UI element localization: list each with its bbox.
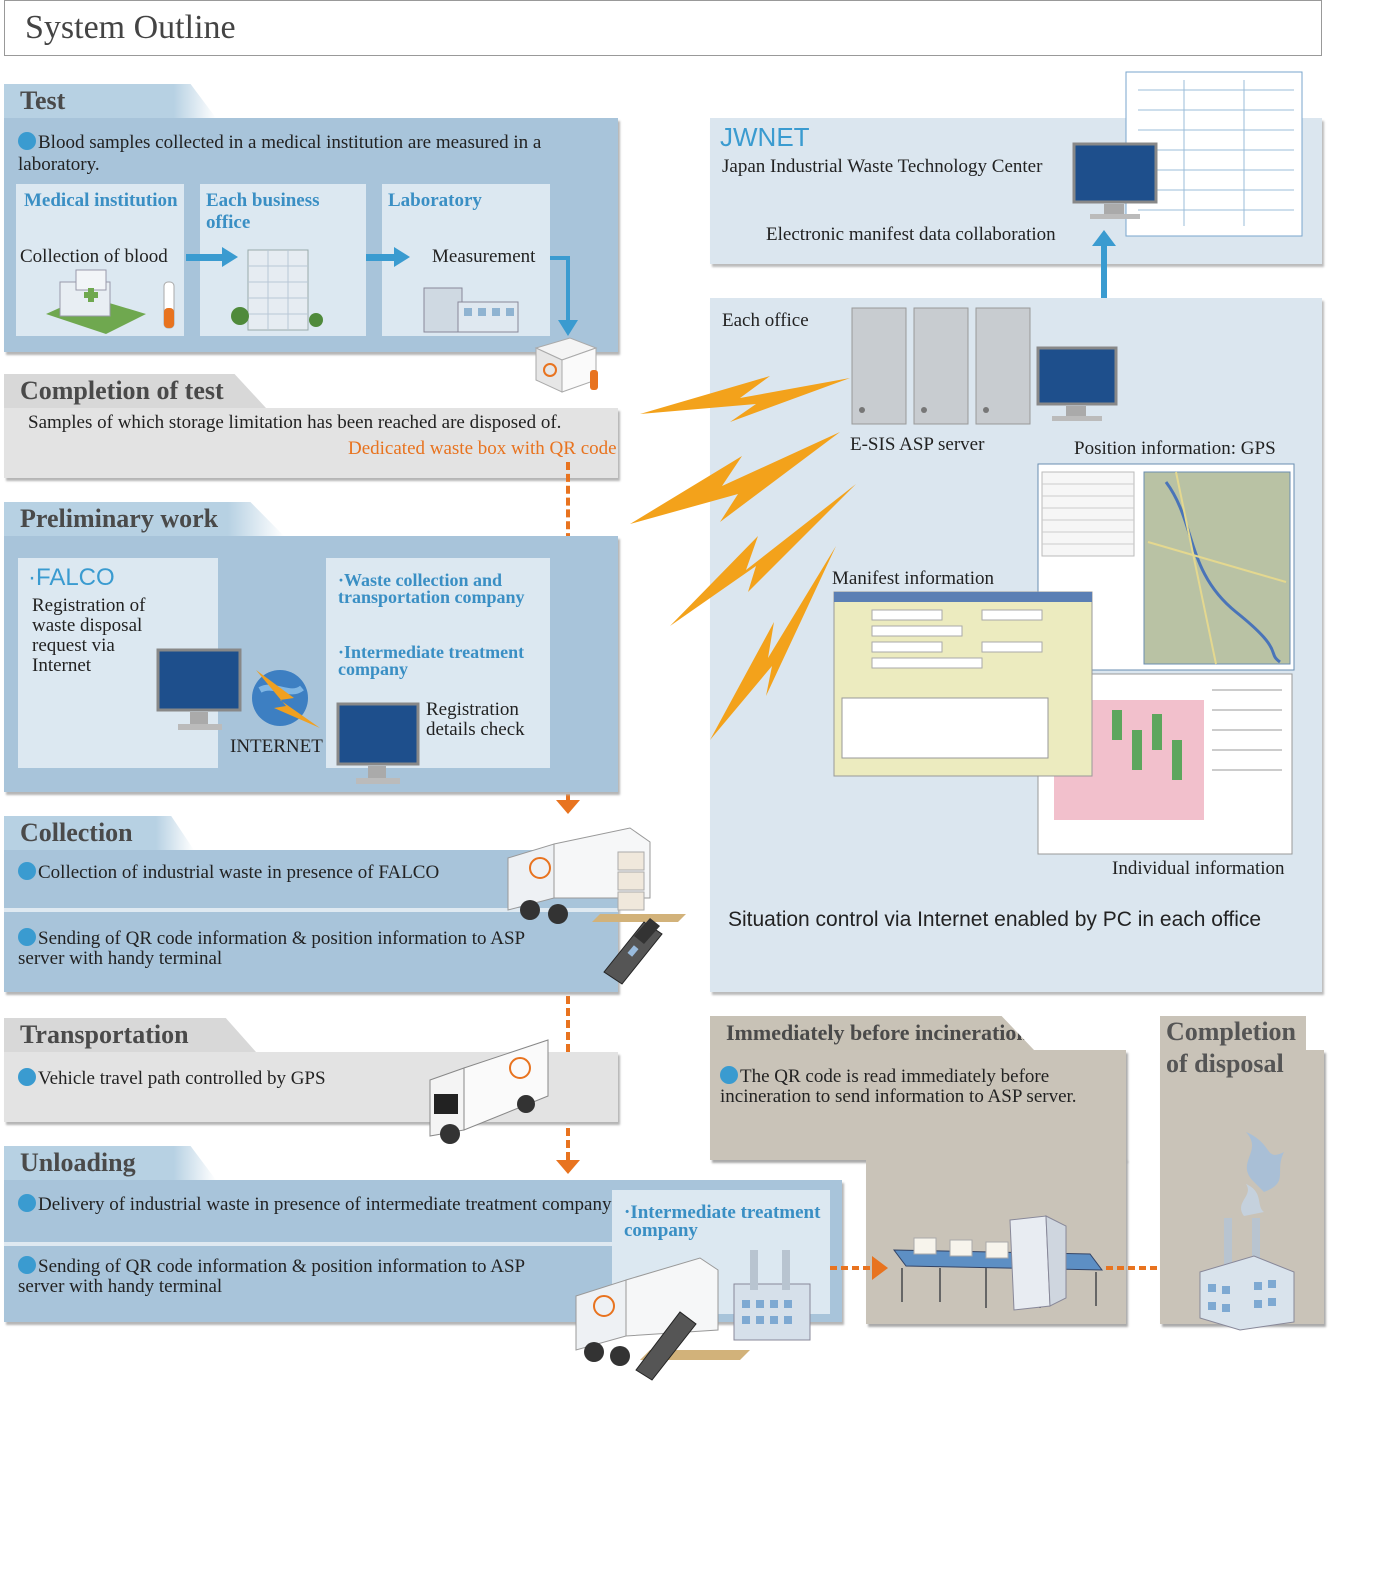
arrow-down-icon xyxy=(550,256,578,336)
falco-title: ·FALCO xyxy=(28,564,115,591)
collection-bullet-2-text: Sending of QR code information & positio… xyxy=(18,928,525,969)
collection-truck-icon xyxy=(507,827,686,924)
completion-of-test-text: Samples of which storage limitation has … xyxy=(28,412,562,433)
transportation-bullet-text: Vehicle travel path controlled by GPS xyxy=(38,1068,326,1089)
page-title-bar: System Outline xyxy=(4,0,1322,56)
tab-collection: Collection xyxy=(4,816,194,850)
arrow-right-icon xyxy=(186,247,238,267)
tab-completion-of-disposal: Completion of disposal xyxy=(1166,1016,1296,1080)
intermediate-treatment-company-label: ·Intermediate treatment company xyxy=(338,642,525,679)
arrow-down-icon xyxy=(556,1160,580,1174)
incineration-panel-top xyxy=(710,1050,1126,1160)
tab-unloading: Unloading xyxy=(4,1146,216,1180)
transportation-bullet: Vehicle travel path controlled by GPS xyxy=(18,1068,326,1090)
asp-server-label: E-SIS ASP server xyxy=(850,434,985,455)
unloading-bullet-2: Sending of QR code information & positio… xyxy=(18,1256,538,1297)
laboratory-building-icon xyxy=(423,287,519,333)
registration-check-label: Registration details check xyxy=(426,699,525,740)
bullet-dot-icon xyxy=(720,1066,738,1084)
medical-institution-box: Medical institution Collection of blood xyxy=(16,184,184,336)
waste-box-icon xyxy=(534,337,598,393)
manifest-collaboration-label: Electronic manifest data collaboration xyxy=(766,224,1056,245)
test-bullet: Blood samples collected in a medical ins… xyxy=(18,132,618,176)
laboratory-box: Laboratory Measurement xyxy=(382,184,550,336)
incineration-panel-bottom xyxy=(866,1158,1126,1324)
unloading-bullet-1-text: Delivery of industrial waste in presence… xyxy=(38,1194,612,1215)
hospital-icon xyxy=(46,269,175,334)
intermediate-company-label: ·Intermediate treatment company xyxy=(624,1202,821,1241)
globe-icon xyxy=(252,670,320,728)
collection-bullet-1: Collection of industrial waste in presen… xyxy=(18,862,439,884)
page-title: System Outline xyxy=(25,9,236,46)
unloading-bullet-2-text: Sending of QR code information & positio… xyxy=(18,1256,525,1297)
server-icon xyxy=(851,307,1031,425)
divider xyxy=(4,908,618,912)
conveyor-scanner-icon xyxy=(892,1215,1104,1311)
tab-test: Test xyxy=(4,84,216,118)
divider xyxy=(4,1242,614,1246)
business-office-heading: Each business office xyxy=(206,190,320,233)
disposal-tab-line-2: of disposal xyxy=(1166,1049,1284,1078)
bullet-dot-icon xyxy=(18,928,36,946)
monitor-icon xyxy=(336,702,420,784)
tab-transportation: Transportation xyxy=(4,1018,256,1052)
laboratory-heading: Laboratory xyxy=(388,190,482,211)
each-office-label: Each office xyxy=(722,310,809,331)
jwnet-title: JWNET xyxy=(720,122,810,152)
unloading-bullet-1: Delivery of industrial waste in presence… xyxy=(18,1194,611,1216)
truck-icon xyxy=(429,1039,549,1144)
manifest-info-label: Manifest information xyxy=(832,568,994,589)
handy-terminal-icon xyxy=(603,918,663,985)
completion-of-test-panel xyxy=(4,408,618,478)
incineration-bullet-text: The QR code is read immediately before i… xyxy=(720,1066,1077,1107)
medical-institution-heading: Medical institution xyxy=(24,190,178,211)
measurement-label: Measurement xyxy=(432,246,536,267)
individual-info-label: Individual information xyxy=(1112,858,1285,879)
tab-completion-of-test: Completion of test xyxy=(4,374,266,408)
falco-text: Registration of waste disposal request v… xyxy=(32,595,146,676)
situation-control-label: Situation control via Internet enabled b… xyxy=(728,908,1262,931)
tab-incineration: Immediately before incineration xyxy=(710,1016,1034,1050)
disposal-tab-line-1: Completion xyxy=(1166,1017,1296,1046)
collection-bullet-1-text: Collection of industrial waste in presen… xyxy=(38,862,440,883)
internet-label: INTERNET xyxy=(230,736,323,757)
unloading-truck-icon xyxy=(575,1250,811,1381)
gps-map-screenshot xyxy=(1037,463,1295,671)
arrow-right-dashed-icon xyxy=(830,1256,888,1280)
disposal-tab-bg xyxy=(1160,1016,1306,1050)
collection-bullet-2: Sending of QR code information & positio… xyxy=(18,928,538,969)
wireless-signal-icon xyxy=(630,376,856,740)
tab-preliminary-work: Preliminary work xyxy=(4,502,284,536)
monitor-icon xyxy=(156,648,242,730)
monitor-icon xyxy=(1036,346,1118,421)
incinerator-plant-icon xyxy=(1199,1132,1295,1331)
office-building-icon xyxy=(231,249,323,331)
arrow-down-icon xyxy=(556,800,580,814)
manifest-screens xyxy=(833,591,1293,855)
jwnet-subtitle: Japan Industrial Waste Technology Center xyxy=(722,156,1043,177)
waste-box-note: Dedicated waste box with QR code xyxy=(348,438,617,459)
gps-label: Position information: GPS xyxy=(1074,438,1276,459)
bullet-dot-icon xyxy=(18,132,36,150)
bullet-dot-icon xyxy=(18,1068,36,1086)
collection-of-blood-label: Collection of blood xyxy=(20,246,168,267)
waste-collection-company-label: ·Waste collection and transportation com… xyxy=(338,570,525,607)
arrow-right-icon xyxy=(366,247,410,267)
test-bullet-text: Blood samples collected in a medical ins… xyxy=(18,132,542,175)
bullet-dot-icon xyxy=(18,1256,36,1274)
monitor-icon xyxy=(1072,142,1158,219)
bullet-dot-icon xyxy=(18,862,36,880)
incineration-bullet: The QR code is read immediately before i… xyxy=(720,1066,1110,1107)
bullet-dot-icon xyxy=(18,1194,36,1212)
